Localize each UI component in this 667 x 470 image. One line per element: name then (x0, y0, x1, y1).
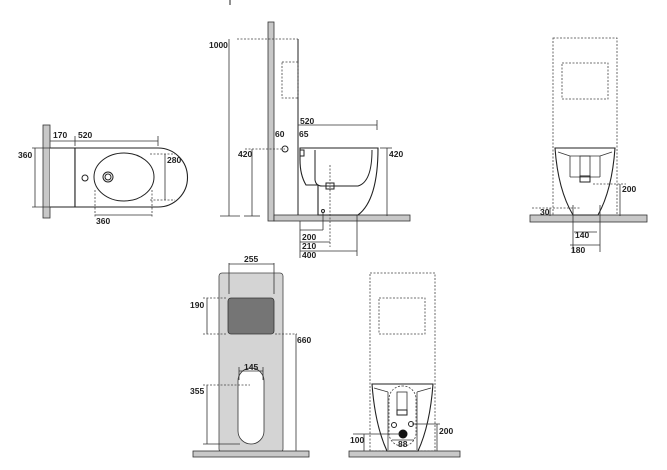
dim-height: 1000 (209, 40, 228, 50)
concealed-panel (50, 147, 76, 208)
dim-width-140: 140 (575, 230, 589, 240)
dim-height-30: 30 (540, 207, 550, 217)
front-view: 200 30 140 180 (529, 37, 648, 255)
dim-bowl-length: 360 (96, 216, 110, 226)
floor (273, 214, 411, 222)
panel-outline (552, 37, 618, 219)
dim-drain-200: 200 (302, 232, 316, 242)
bidet-outline (74, 147, 188, 208)
dim-inlet-height: 420 (238, 149, 252, 159)
drain-icon (398, 429, 408, 439)
dim-width: 360 (18, 150, 32, 160)
floor (348, 450, 461, 458)
dim-spacing: 88 (398, 439, 408, 449)
rear-view: 100 200 88 (348, 272, 461, 458)
dim-opening-width: 145 (244, 362, 258, 372)
dim-inlet-offset: 60 (275, 129, 285, 139)
panel-outline (369, 272, 436, 452)
dim-width-180: 180 (571, 245, 585, 255)
dim-wall-offset: 170 (53, 130, 67, 140)
bowl-basin (93, 152, 155, 202)
wall (42, 124, 51, 219)
flush-plate (227, 297, 275, 335)
dim-drain-400: 400 (302, 250, 316, 260)
dim-drain-210: 210 (302, 241, 316, 251)
flush-plate-outline (561, 62, 609, 100)
dim-plate-width: 255 (244, 254, 258, 264)
dim-plate-level: 660 (297, 335, 311, 345)
dim-opening-height: 355 (190, 386, 204, 396)
dim-height-200: 200 (439, 426, 453, 436)
service-opening (237, 367, 265, 445)
dim-length: 520 (78, 130, 92, 140)
dim-rim-height: 420 (389, 149, 403, 159)
panel-view: 255 190 660 145 355 (190, 254, 311, 458)
dim-bowl-width: 280 (167, 155, 181, 165)
wall (267, 21, 275, 222)
plan-view: 360 170 520 280 360 (18, 124, 188, 226)
bidet-profile (299, 147, 379, 216)
dim-length: 520 (300, 116, 314, 126)
floor (192, 450, 310, 458)
dim-plate-height: 190 (190, 300, 204, 310)
drain-icon (102, 171, 114, 183)
dim-height-100: 100 (350, 435, 364, 445)
dim-panel-offset: 65 (299, 129, 309, 139)
flush-plate-outline (378, 297, 426, 335)
dim-height-200: 200 (622, 184, 636, 194)
tap-hole-icon (81, 174, 89, 182)
side-view: 1000 420 60 65 520 420 200 210 400 (209, 21, 411, 260)
flush-plate-outline (281, 61, 299, 99)
